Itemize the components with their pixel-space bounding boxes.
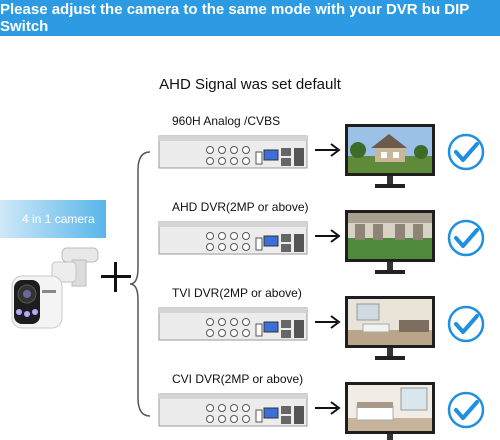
monitor-office-lobby — [345, 210, 435, 274]
check-icon — [447, 305, 485, 343]
row-label: TVI DVR(2MP or above) — [172, 286, 302, 300]
dvr-recorder-icon — [158, 393, 308, 427]
row-label: AHD DVR(2MP or above) — [172, 200, 309, 214]
right-arrow-icon — [315, 401, 341, 415]
check-icon — [447, 391, 485, 429]
dvr-recorder-icon — [158, 307, 308, 341]
row-label: CVI DVR(2MP or above) — [172, 372, 304, 386]
bullet-camera-icon — [11, 247, 99, 329]
check-icon — [447, 219, 485, 257]
row-label: 960H Analog /CVBS — [172, 114, 281, 128]
monitor-living-room — [345, 296, 435, 360]
check-icon — [447, 133, 485, 171]
right-arrow-icon — [315, 315, 341, 329]
camera-label: 4 in 1 camera — [0, 200, 106, 238]
dvr-row-tvi: TVI DVR(2MP or above) — [0, 286, 500, 366]
monitor-bedroom — [345, 382, 435, 440]
dvr-recorder-icon — [158, 221, 308, 255]
instruction-banner: Please adjust the camera to the same mod… — [0, 0, 500, 36]
dvr-row-960h: 960H Analog /CVBS — [0, 114, 500, 194]
dvr-row-cvi: CVI DVR(2MP or above) — [0, 372, 500, 440]
right-arrow-icon — [315, 143, 341, 157]
dvr-recorder-icon — [158, 135, 308, 169]
dvr-row-ahd: AHD DVR(2MP or above) — [0, 200, 500, 280]
plus-sign — [101, 262, 131, 292]
banner-text: Please adjust the camera to the same mod… — [0, 1, 470, 35]
default-signal-title: AHD Signal was set default — [159, 76, 341, 93]
monitor-house-exterior — [345, 124, 435, 188]
left-brace — [129, 151, 151, 417]
right-arrow-icon — [315, 229, 341, 243]
